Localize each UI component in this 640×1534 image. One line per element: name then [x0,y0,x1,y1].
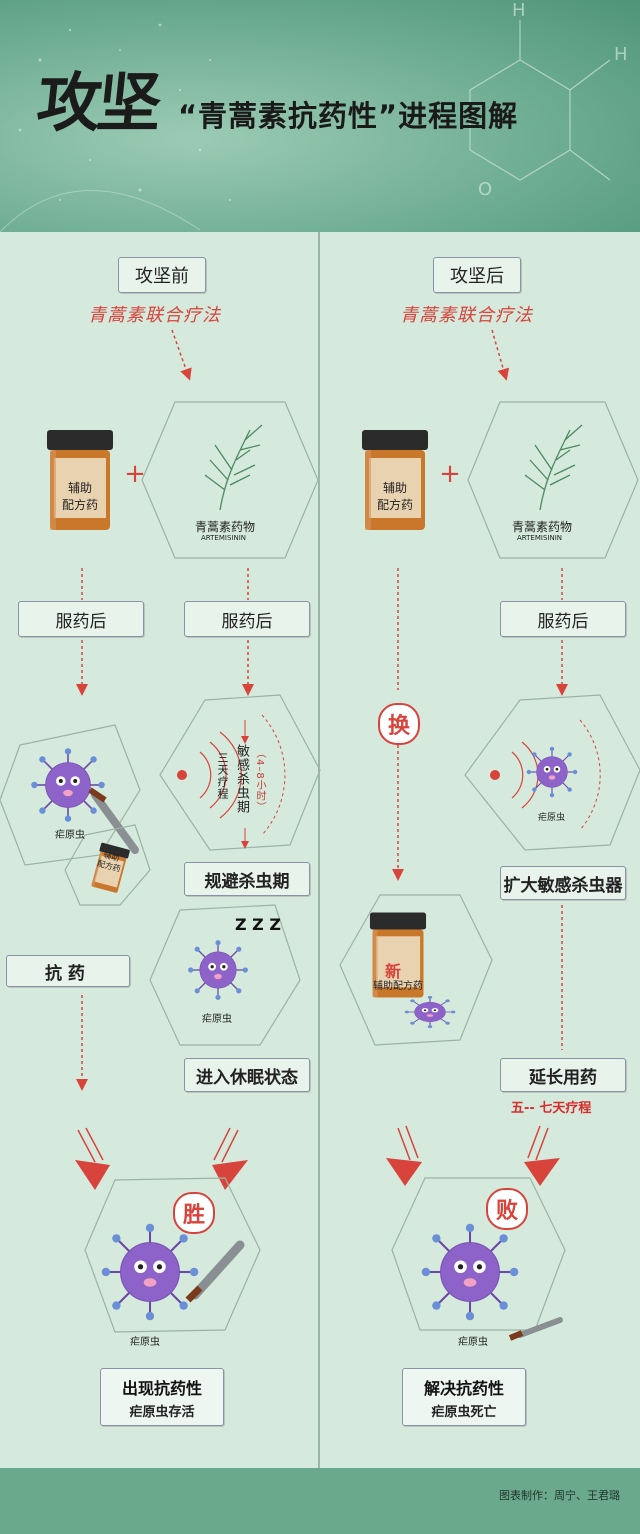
after-medication-box-right: 服药后 [500,601,626,637]
svg-text:H: H [614,44,628,65]
bottle-label-after: 辅助 配方药 [376,481,413,512]
plant-label-after: 青蒿素药物 [512,520,573,534]
plant-label-before: 青蒿素药物 [195,520,256,534]
svg-text:O: O [478,179,492,200]
evade-box: 规避杀虫期 [184,862,310,896]
phase-label-before: 攻坚前 [118,257,206,293]
footer-bar [0,1468,640,1534]
phase-label-after: 攻坚后 [433,257,521,293]
chart-credit: 图表制作：周宁、王君璐 [499,1489,620,1502]
swap-stamp: 换 [378,703,420,745]
sensitive-hours-label: （4–8小时） [254,748,265,813]
result-before-line1: 出现抗药性 [121,1379,202,1398]
bottle-label-before: 辅助 配方药 [61,481,98,512]
result-before-box: 出现抗药性 疟原虫存活 [100,1368,224,1426]
win-stamp: 胜 [173,1192,215,1234]
resist-box: 抗 药 [6,955,130,987]
parasite-label-after-2: 疟原虫 [458,1337,488,1348]
sensitive-period-label: 敏感杀虫期 [234,744,249,814]
svg-text:+: + [124,459,146,489]
page-title: “青蒿素抗药性”进程图解 [178,99,519,133]
after-medication-box-b: 服药后 [184,601,310,637]
sensitive-days-label: 三天疗程 [216,752,229,800]
new-stamp: 新 [385,962,402,981]
header-decoration: H H O [0,0,628,232]
result-after-box: 解决抗药性 疟原虫死亡 [402,1368,526,1426]
result-before-line2: 疟原虫存活 [129,1405,195,1420]
left-plant-hexagon [141,401,319,559]
parasite-label-before-3: 疟原虫 [130,1337,160,1348]
svg-text:H: H [512,0,526,21]
expand-box: 扩大敏感杀虫器 [500,866,626,900]
parasite-label-before-2: 疟原虫 [202,1014,232,1025]
result-after-line1: 解决抗药性 [423,1379,504,1398]
plant-sub-before: ARTEMISININ [201,534,246,542]
course-label: 五-- 七天疗程 [511,1101,592,1116]
plant-sub-after: ARTEMISININ [517,534,562,542]
extend-box: 延长用药 [500,1058,626,1092]
after-medication-box-a: 服药后 [18,601,144,637]
sleep-zzz: Z Z Z [235,915,281,934]
therapy-label-after: 青蒿素联合疗法 [400,305,533,326]
parasite-label-before-1: 疟原虫 [55,830,85,841]
new-bottle-label: 辅助配方药 [373,981,423,992]
dormant-box: 进入休眠状态 [184,1058,310,1092]
center-divider [318,232,320,1468]
therapy-label-before: 青蒿素联合疗法 [88,305,221,326]
svg-text:+: + [439,459,461,489]
parasite-label-after-1: 疟原虫 [538,813,566,823]
lose-stamp: 败 [486,1188,528,1230]
result-after-line2: 疟原虫死亡 [431,1405,497,1420]
